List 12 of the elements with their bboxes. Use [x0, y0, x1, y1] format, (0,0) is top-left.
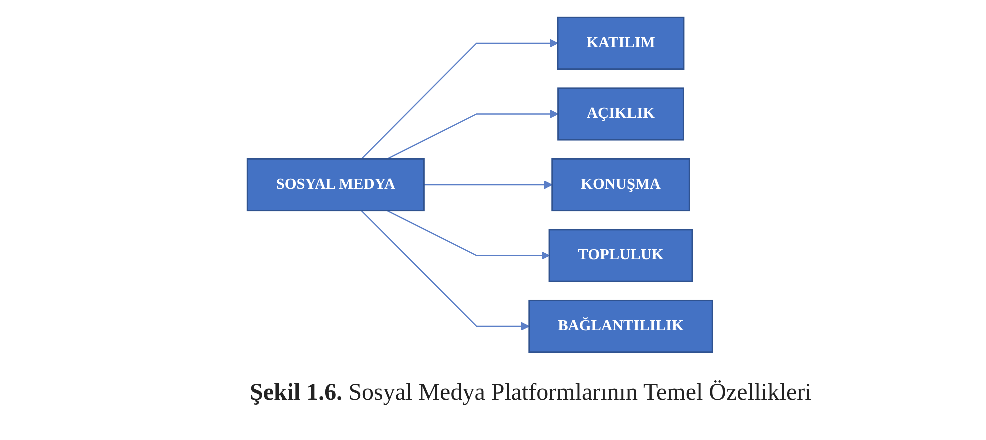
- arrow: [361, 39, 558, 160]
- node-box: AÇIKLIK: [557, 88, 684, 141]
- node-box: BAĞLANTILILIK: [528, 300, 714, 354]
- node-box: TOPLULUK: [548, 229, 694, 282]
- figure-caption: Şekil 1.6. Sosyal Medya Platformlarının Temel Özellikleri: [250, 380, 812, 407]
- arrow: [386, 210, 550, 260]
- node-box: KATILIM: [557, 16, 685, 70]
- node-box: SOSYAL MEDYA: [246, 158, 425, 212]
- node-box: KONUŞMA: [552, 158, 690, 212]
- arrow: [361, 210, 530, 331]
- arrow: [386, 110, 559, 160]
- arrow: [424, 180, 553, 190]
